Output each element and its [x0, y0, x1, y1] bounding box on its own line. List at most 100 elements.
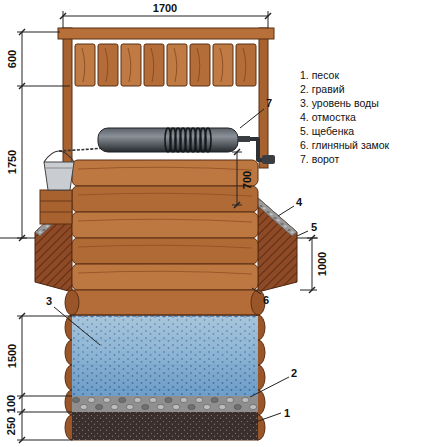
gravel-stone — [119, 397, 126, 402]
callout-number: 5 — [311, 221, 317, 233]
dimension-value: 700 — [241, 171, 253, 189]
dimension-value: 1000 — [316, 252, 328, 276]
drawing-part — [312, 238, 313, 290]
log-end — [65, 290, 79, 315]
leader-lines — [54, 109, 308, 424]
windlass — [98, 128, 275, 164]
drawing-part — [278, 206, 294, 216]
drawing-part — [58, 28, 274, 39]
dimension-value: 1500 — [6, 344, 18, 368]
drawing-part — [17, 412, 72, 413]
log — [72, 160, 258, 186]
drawing-part — [238, 136, 250, 142]
dimension-lines — [17, 11, 317, 440]
roof — [58, 28, 274, 168]
dimension-value: 100 — [5, 395, 17, 413]
drawing-part — [17, 32, 60, 33]
drawing-part — [40, 190, 72, 224]
drawing-part — [17, 396, 72, 397]
wood-grain — [151, 48, 154, 82]
gravel-stone — [173, 404, 180, 409]
drawing-part — [63, 28, 72, 168]
log — [72, 186, 258, 212]
drawing-part — [300, 290, 317, 291]
gravel-stone — [226, 397, 233, 402]
gravel-stone — [126, 404, 133, 409]
legend-item: 6. глиняный замок — [300, 140, 389, 152]
drawing-part — [98, 128, 238, 152]
drawing-part — [258, 198, 297, 236]
wood-grain — [78, 245, 252, 248]
drawing-part — [19, 393, 25, 399]
drawing-part — [19, 235, 25, 241]
wood-grain — [78, 167, 252, 170]
roof-board — [75, 44, 95, 86]
drawing-part — [297, 231, 308, 236]
drawing-part — [252, 288, 261, 294]
gravel-stone — [103, 397, 110, 402]
gravel-stone — [157, 404, 164, 409]
drawing-part — [22, 32, 23, 238]
log — [72, 264, 258, 290]
wood-grain — [243, 48, 246, 82]
sand — [72, 412, 258, 440]
wood-grain — [105, 48, 108, 82]
drawing-part — [309, 235, 315, 241]
drawing-part — [258, 198, 297, 292]
drawing-part — [35, 198, 72, 292]
drawing-part — [234, 202, 240, 208]
callout-number: 1 — [284, 407, 290, 419]
roof-board — [98, 44, 118, 86]
wood-grain — [220, 48, 223, 82]
ground-line — [297, 238, 318, 239]
log — [72, 238, 258, 264]
drawing-part — [63, 11, 64, 28]
drawing-part — [45, 168, 73, 169]
drawing-part — [234, 149, 240, 155]
legend-item: 1. песок — [300, 70, 339, 82]
clay-lock — [35, 198, 297, 292]
drawing-part — [40, 201, 72, 202]
gravel-stone — [211, 397, 218, 402]
gravel-stone — [80, 404, 87, 409]
gravel-stone — [142, 404, 149, 409]
gravel-stone — [234, 404, 241, 409]
gravel-stone — [180, 397, 187, 402]
roof-board — [190, 44, 210, 86]
legend-item: 5. щебенка — [300, 126, 354, 138]
dimension-value: 600 — [6, 50, 18, 68]
water-level — [72, 316, 258, 317]
roof-board — [213, 44, 233, 86]
roof-board — [121, 44, 141, 86]
callout-number: 6 — [263, 294, 269, 306]
gravel-stone — [250, 404, 257, 409]
wood-grain — [128, 48, 131, 82]
callout-number: 3 — [46, 295, 52, 307]
drawing-part — [19, 437, 25, 443]
drawing-part — [60, 13, 66, 19]
dimension-value: 1700 — [151, 2, 179, 14]
drawing-part — [17, 440, 72, 441]
callout-number: 7 — [266, 97, 272, 109]
legend-item: 4. отмостка — [300, 112, 356, 124]
drawing-part — [250, 377, 289, 397]
callout-number: 4 — [296, 196, 302, 208]
wood-grain — [78, 219, 252, 222]
gravel-stone — [134, 397, 141, 402]
drawing-part — [40, 212, 72, 213]
drawing-part — [63, 16, 268, 17]
drawing-part — [19, 83, 25, 89]
drawing-part — [309, 287, 315, 293]
log-walls — [65, 160, 265, 440]
log — [72, 212, 258, 238]
drawing-part — [268, 11, 269, 28]
bucket — [40, 151, 74, 224]
roof-board — [236, 44, 256, 86]
gravel — [72, 396, 258, 412]
ground-line — [0, 238, 35, 239]
drawing-part — [250, 413, 281, 424]
gravel-stone — [165, 397, 172, 402]
wood-grain — [78, 193, 252, 196]
drawing-part — [75, 44, 256, 86]
